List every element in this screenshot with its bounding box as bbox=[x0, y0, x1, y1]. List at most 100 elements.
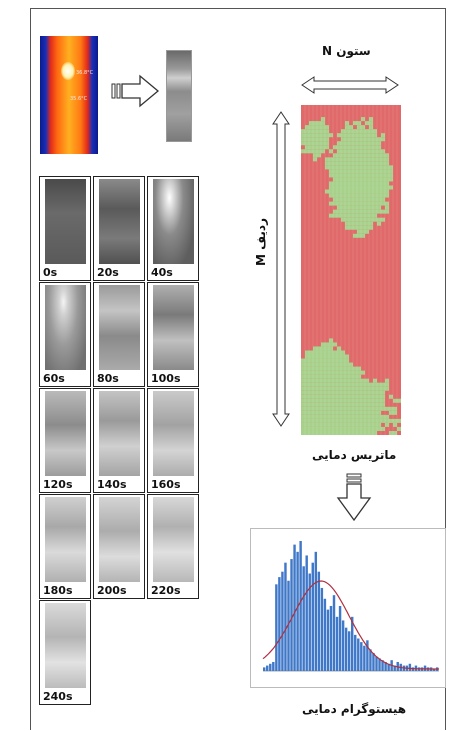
matrix-cell bbox=[305, 370, 309, 375]
matrix-cell bbox=[377, 426, 381, 431]
matrix-cell bbox=[337, 426, 341, 431]
matrix-cell bbox=[301, 414, 305, 419]
matrix-cell bbox=[305, 410, 309, 415]
matrix-cell bbox=[325, 145, 329, 150]
matrix-cell bbox=[333, 213, 337, 218]
matrix-cell bbox=[333, 422, 337, 427]
matrix-cell bbox=[317, 374, 321, 379]
matrix-cell bbox=[341, 426, 345, 431]
matrix-cell bbox=[333, 366, 337, 371]
matrix-cell bbox=[301, 129, 305, 134]
histogram-bar bbox=[278, 577, 281, 671]
matrix-cell bbox=[349, 386, 353, 391]
matrix-cell bbox=[353, 213, 357, 218]
matrix-cell bbox=[301, 374, 305, 379]
matrix-cell bbox=[341, 133, 345, 138]
matrix-cell bbox=[381, 406, 385, 411]
matrix-cell bbox=[353, 193, 357, 198]
matrix-cell bbox=[369, 418, 373, 423]
matrix-cell bbox=[349, 145, 353, 150]
histogram-bar bbox=[281, 571, 284, 671]
matrix-cell bbox=[393, 406, 397, 411]
matrix-cell bbox=[361, 430, 365, 435]
matrix-cell bbox=[349, 430, 353, 435]
matrix-cell bbox=[337, 141, 341, 146]
matrix-cell bbox=[377, 181, 381, 186]
matrix-cell bbox=[369, 173, 373, 178]
matrix-cell bbox=[365, 157, 369, 162]
matrix-cell bbox=[341, 141, 345, 146]
matrix-cell bbox=[337, 181, 341, 186]
matrix-cell bbox=[373, 165, 377, 170]
matrix-cell bbox=[361, 181, 365, 186]
matrix-cell bbox=[373, 382, 377, 387]
matrix-cell bbox=[385, 165, 389, 170]
matrix-cell bbox=[365, 386, 369, 391]
matrix-cell bbox=[385, 209, 389, 214]
matrix-cell bbox=[381, 394, 385, 399]
matrix-cell bbox=[345, 121, 349, 126]
matrix-cell bbox=[381, 137, 385, 142]
matrix-cell bbox=[305, 129, 309, 134]
matrix-cell bbox=[305, 374, 309, 379]
matrix-cell bbox=[341, 145, 345, 150]
matrix-cell bbox=[305, 366, 309, 371]
matrix-cell bbox=[393, 418, 397, 423]
matrix-cell bbox=[325, 374, 329, 379]
matrix-cell bbox=[369, 153, 373, 158]
matrix-cell bbox=[353, 374, 357, 379]
matrix-cell bbox=[333, 145, 337, 150]
matrix-cell bbox=[301, 418, 305, 423]
thumbnail-cell: 140s bbox=[93, 388, 145, 493]
matrix-cell bbox=[301, 422, 305, 427]
matrix-cell bbox=[321, 342, 325, 347]
matrix-cell bbox=[353, 149, 357, 154]
matrix-cell bbox=[361, 197, 365, 202]
matrix-cell bbox=[369, 394, 373, 399]
matrix-cell bbox=[365, 430, 369, 435]
matrix-cell bbox=[329, 390, 333, 395]
matrix-cell bbox=[337, 398, 341, 403]
matrix-cell bbox=[369, 390, 373, 395]
matrix-cell bbox=[333, 161, 337, 166]
matrix-cell bbox=[325, 133, 329, 138]
matrix-cell bbox=[341, 153, 345, 158]
matrix-cell bbox=[317, 394, 321, 399]
histogram-bar bbox=[299, 541, 302, 671]
matrix-cell bbox=[369, 217, 373, 222]
matrix-cell bbox=[361, 370, 365, 375]
matrix-cell bbox=[373, 422, 377, 427]
matrix-cell bbox=[349, 157, 353, 162]
matrix-cell bbox=[345, 137, 349, 142]
matrix-cell bbox=[321, 378, 325, 383]
matrix-cell bbox=[317, 141, 321, 146]
matrix-cell bbox=[381, 133, 385, 138]
matrix-cell bbox=[309, 382, 313, 387]
matrix-cell bbox=[369, 426, 373, 431]
matrix-cell bbox=[365, 189, 369, 194]
matrix-cell bbox=[341, 157, 345, 162]
matrix-cell bbox=[353, 189, 357, 194]
matrix-cell bbox=[325, 161, 329, 166]
matrix-cell bbox=[325, 422, 329, 427]
matrix-cell bbox=[361, 426, 365, 431]
matrix-cell bbox=[345, 430, 349, 435]
matrix-cell bbox=[373, 217, 377, 222]
matrix-cell bbox=[357, 418, 361, 423]
matrix-cell bbox=[353, 137, 357, 142]
matrix-cell bbox=[341, 197, 345, 202]
matrix-cell bbox=[309, 133, 313, 138]
matrix-cell bbox=[361, 221, 365, 226]
matrix-cell bbox=[313, 382, 317, 387]
matrix-cell bbox=[337, 362, 341, 367]
matrix-cell bbox=[349, 209, 353, 214]
matrix-cell bbox=[325, 342, 329, 347]
matrix-cell bbox=[305, 125, 309, 130]
matrix-cell bbox=[329, 354, 333, 359]
matrix-cell bbox=[349, 374, 353, 379]
histogram-bar bbox=[266, 665, 269, 671]
matrix-cell bbox=[333, 418, 337, 423]
matrix-cell bbox=[357, 378, 361, 383]
matrix-cell bbox=[313, 410, 317, 415]
histogram-bar bbox=[290, 559, 293, 671]
